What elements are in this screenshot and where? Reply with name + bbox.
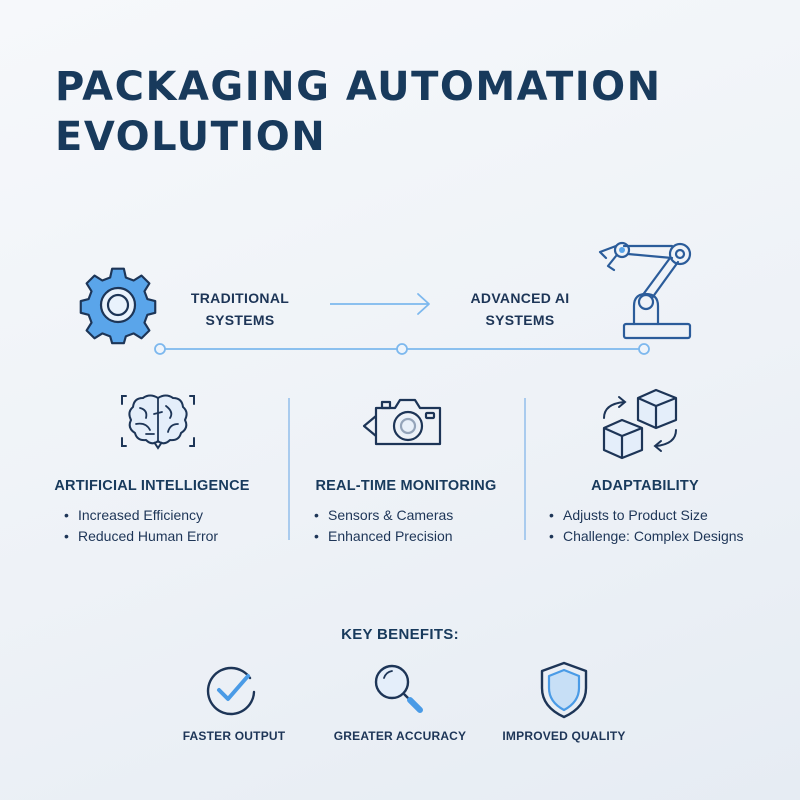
stage-advanced-line2: SYSTEMS [485, 312, 555, 328]
column-divider [524, 398, 526, 540]
right-arrow-icon [330, 293, 430, 315]
column-bullets-adaptability: Adjusts to Product Size Challenge: Compl… [547, 505, 744, 547]
stage-traditional-line1: TRADITIONAL [190, 290, 290, 306]
benefit-label-faster-output: FASTER OUTPUT [182, 729, 286, 743]
brain-icon [121, 394, 195, 450]
list-item: Reduced Human Error [62, 526, 218, 547]
camera-icon [362, 398, 442, 446]
list-item: Increased Efficiency [62, 505, 218, 526]
shield-icon [540, 661, 588, 719]
benefit-label-improved-quality: IMPROVED QUALITY [502, 729, 626, 743]
boxes-cycle-icon [602, 388, 678, 460]
check-circle-icon [206, 666, 256, 716]
list-item: Sensors & Cameras [312, 505, 453, 526]
column-title-adaptability: ADAPTABILITY [591, 478, 699, 494]
timeline-line [154, 343, 650, 355]
page-title: PACKAGING AUTOMATION EVOLUTION [55, 62, 755, 162]
stage-advanced-ai-systems: ADVANCED AI SYSTEMS [450, 287, 590, 331]
stage-advanced-line1: ADVANCED AI [470, 290, 570, 306]
column-bullets-ai: Increased Efficiency Reduced Human Error [62, 505, 218, 547]
page-title-line2: EVOLUTION [55, 114, 327, 160]
list-item: Challenge: Complex Designs [547, 526, 744, 547]
column-divider [288, 398, 290, 540]
magnifier-icon [374, 664, 423, 713]
stage-traditional-systems: TRADITIONAL SYSTEMS [170, 287, 310, 331]
stage-traditional-line2: SYSTEMS [205, 312, 275, 328]
list-item: Adjusts to Product Size [547, 505, 744, 526]
key-benefits-title: KEY BENEFITS: [341, 626, 459, 643]
gear-icon [79, 267, 157, 345]
robot-arm-icon [598, 241, 692, 340]
page-title-line1: PACKAGING AUTOMATION [55, 64, 662, 110]
benefit-label-greater-accuracy: GREATER ACCURACY [333, 729, 467, 743]
column-title-monitoring: REAL-TIME MONITORING [315, 478, 497, 494]
list-item: Enhanced Precision [312, 526, 453, 547]
column-bullets-monitoring: Sensors & Cameras Enhanced Precision [312, 505, 453, 547]
column-title-ai: ARTIFICIAL INTELLIGENCE [54, 478, 250, 494]
